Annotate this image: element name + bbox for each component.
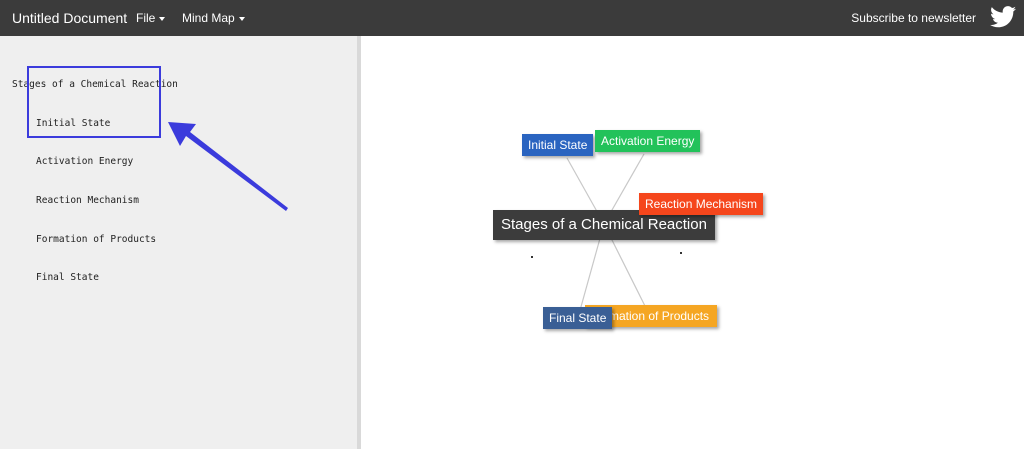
outline-item: Final State	[36, 272, 99, 284]
document-title[interactable]: Untitled Document	[12, 10, 128, 26]
outline-item: Activation Energy	[36, 156, 134, 168]
subscribe-newsletter-link[interactable]: Subscribe to newsletter	[851, 11, 976, 25]
mind-map-menu[interactable]: Mind Map	[182, 11, 245, 25]
file-menu[interactable]: File	[136, 11, 166, 25]
caret-down-icon	[159, 16, 166, 21]
highlight-box	[27, 66, 161, 138]
mind-map-node-activation-energy[interactable]: Activation Energy	[595, 130, 701, 152]
canvas-dot	[680, 252, 682, 254]
connector-lines	[566, 153, 686, 315]
mind-map-node-initial-state[interactable]: Initial State	[522, 134, 594, 156]
outline-root: Stages of a Chemical Reaction	[12, 78, 178, 90]
caret-down-icon	[238, 16, 245, 21]
mind-map-root-node[interactable]: Stages of a Chemical Reaction	[493, 210, 715, 240]
mind-map-node-reaction-mechanism[interactable]: Reaction Mechanism	[639, 193, 764, 215]
mind-map-canvas[interactable]: Stages of a Chemical Reaction Initial St…	[361, 36, 1024, 449]
outline-item: Reaction Mechanism	[36, 194, 139, 206]
annotation-arrow-icon	[168, 122, 288, 211]
outline-editor-pane[interactable]: Stages of a Chemical Reaction Initial St…	[0, 36, 361, 449]
top-navbar: Untitled Document File Mind Map Subscrib…	[0, 0, 1024, 36]
file-menu-label: File	[136, 11, 156, 25]
mind-map-node-final-state[interactable]: Final State	[543, 307, 613, 329]
canvas-dot	[531, 256, 533, 258]
mind-map-menu-label: Mind Map	[182, 11, 235, 25]
mind-map-node-formation-of-products[interactable]: Formation of Products	[585, 305, 717, 327]
node-label: Formation of Products	[591, 309, 710, 323]
outline-item: Formation of Products	[36, 233, 157, 245]
outline-text[interactable]: Stages of a Chemical Reaction Initial St…	[12, 53, 178, 311]
twitter-bird-icon[interactable]	[990, 5, 1016, 29]
outline-item: Initial State	[36, 117, 111, 129]
